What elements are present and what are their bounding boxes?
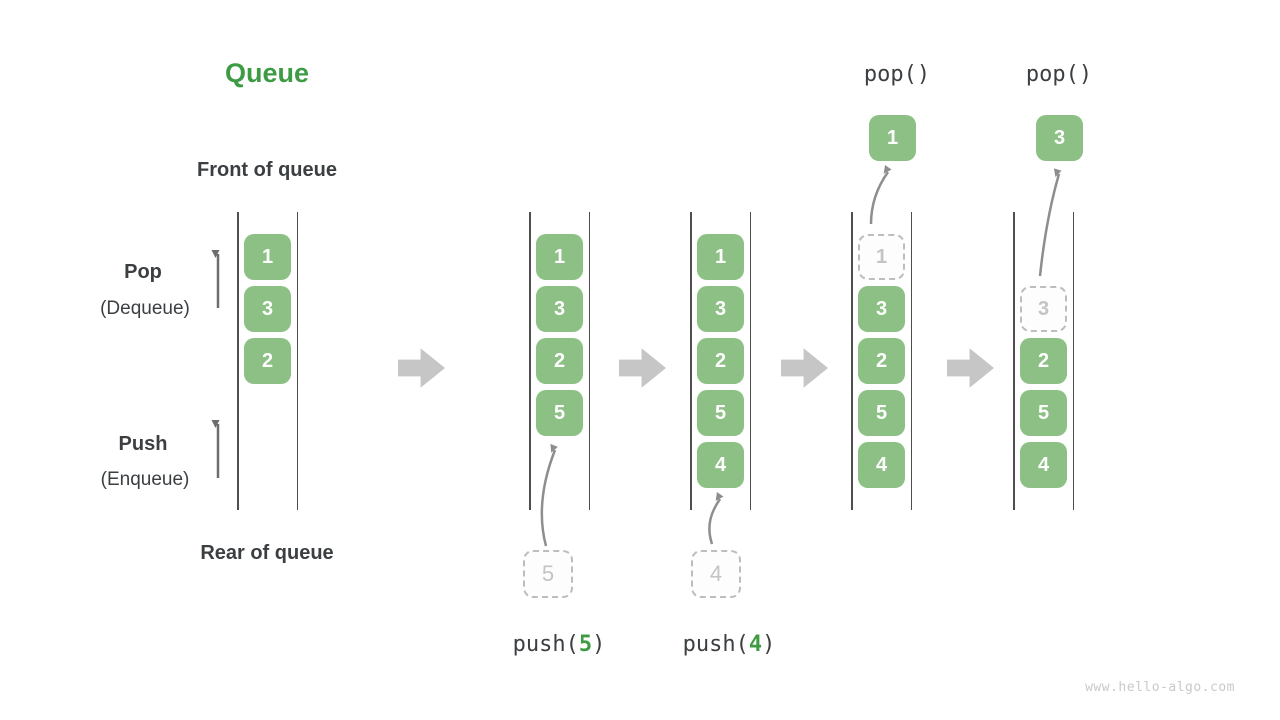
queue-cells: 1 3 2 — [237, 234, 298, 384]
queue-cell: 1 — [697, 234, 744, 280]
queue-cells: 3 2 5 4 — [1013, 234, 1074, 488]
push-call-prefix: push( — [682, 632, 749, 657]
next-step-arrow — [781, 348, 828, 388]
pop-label: Pop — [124, 261, 162, 283]
queue-cells: 1 3 2 5 4 — [690, 234, 751, 488]
queue-wall-line — [237, 212, 239, 510]
queue-wall-line — [910, 212, 912, 510]
queue-column-5: 3 2 5 4 — [1013, 212, 1074, 510]
queue-cell: 3 — [858, 286, 905, 332]
queue-cells: 1 3 2 5 — [529, 234, 590, 436]
queue-wall-line — [851, 212, 853, 510]
queue-cell: 5 — [858, 390, 905, 436]
queue-column-1: 1 3 2 — [237, 212, 298, 510]
queue-column-3: 1 3 2 5 4 — [690, 212, 751, 510]
queue-wall-line — [1013, 212, 1015, 510]
queue-column-2: 1 3 2 5 — [529, 212, 590, 510]
queue-cell: 3 — [536, 286, 583, 332]
diagram-title: Queue — [224, 58, 310, 88]
push-label: Push — [118, 433, 168, 455]
dequeue-sublabel: (Dequeue) — [100, 298, 190, 319]
popped-value-box: 1 — [869, 115, 916, 161]
queue-cell: 1 — [536, 234, 583, 280]
queue-cell: 2 — [697, 338, 744, 384]
queue-cell: 5 — [536, 390, 583, 436]
queue-cell: 1 — [244, 234, 291, 280]
queue-cell: 3 — [244, 286, 291, 332]
queue-wall-line — [1072, 212, 1074, 510]
push-call-suffix: ) — [762, 632, 776, 657]
queue-cell-dashed: 3 — [1020, 286, 1067, 332]
queue-cell: 4 — [858, 442, 905, 488]
queue-wall-line — [749, 212, 751, 510]
push-call-suffix: ) — [592, 632, 606, 657]
queue-cell: 4 — [697, 442, 744, 488]
push-call-arg: 4 — [748, 632, 763, 657]
push-call-arg: 5 — [578, 632, 593, 657]
staged-value-box: 4 — [691, 550, 741, 598]
queue-column-4: 1 3 2 5 4 — [851, 212, 912, 510]
queue-cell: 5 — [697, 390, 744, 436]
push-call-label-1: push(5) — [499, 632, 619, 657]
queue-cell: 3 — [697, 286, 744, 332]
queue-cell: 2 — [1020, 338, 1067, 384]
queue-wall-line — [588, 212, 590, 510]
enqueue-sublabel: (Enqueue) — [100, 469, 190, 490]
watermark: www.hello-algo.com — [1085, 680, 1235, 695]
next-step-arrow — [398, 348, 445, 388]
rear-of-queue-label: Rear of queue — [200, 542, 334, 564]
queue-cell: 2 — [536, 338, 583, 384]
push-call-prefix: push( — [512, 632, 579, 657]
pop-call-label-2: pop() — [1025, 62, 1093, 87]
queue-cell: 4 — [1020, 442, 1067, 488]
queue-wall-line — [296, 212, 298, 510]
push-call-label-2: push(4) — [669, 632, 789, 657]
queue-cell: 2 — [858, 338, 905, 384]
staged-value-box: 5 — [523, 550, 573, 598]
queue-cell-dashed: 1 — [858, 234, 905, 280]
queue-cell: 2 — [244, 338, 291, 384]
next-step-arrow — [619, 348, 666, 388]
queue-cells: 1 3 2 5 4 — [851, 234, 912, 488]
pop-call-label-1: pop() — [863, 62, 931, 87]
queue-cell: 5 — [1020, 390, 1067, 436]
queue-wall-line — [529, 212, 531, 510]
front-of-queue-label: Front of queue — [197, 159, 337, 181]
next-step-arrow — [947, 348, 994, 388]
popped-value-box: 3 — [1036, 115, 1083, 161]
queue-wall-line — [690, 212, 692, 510]
